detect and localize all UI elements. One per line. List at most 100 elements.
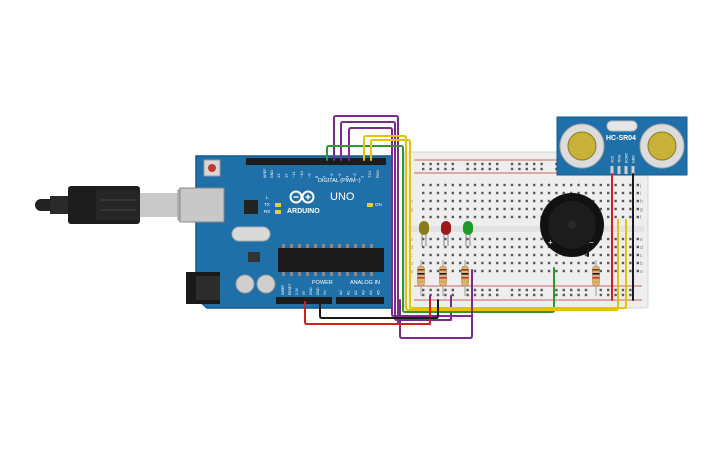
jumper-wire[interactable] bbox=[319, 299, 439, 319]
resistor-band bbox=[592, 273, 600, 275]
power-pin-label: 5V bbox=[302, 290, 306, 295]
power-pin-label: RESET bbox=[288, 284, 292, 295]
power-pin-label: GND bbox=[309, 287, 313, 295]
resistor-band bbox=[592, 281, 600, 283]
row-letter: b bbox=[410, 261, 413, 267]
wires[interactable] bbox=[304, 115, 634, 339]
resistor-band bbox=[417, 281, 425, 283]
arduino-board: ARDUINO UNO DIGITAL (PWM~) POWER ANALOG … bbox=[179, 155, 393, 309]
leds bbox=[419, 221, 473, 246]
buzzer-minus-label: − bbox=[589, 238, 594, 247]
jumper-wire[interactable] bbox=[363, 135, 619, 311]
arduino-brand-label: ARDUINO bbox=[287, 208, 320, 215]
resistor-band bbox=[439, 269, 447, 271]
led-red[interactable] bbox=[441, 221, 451, 235]
power-header-label: POWER bbox=[312, 280, 333, 286]
digital-pin-label: ~11 bbox=[291, 171, 296, 178]
jumper-wire[interactable] bbox=[348, 127, 473, 317]
sensor-label: HC-SR04 bbox=[606, 135, 636, 142]
digital-pin-label: 2 bbox=[360, 175, 365, 178]
digital-pin-label: 4 bbox=[344, 175, 349, 178]
sensor-pin-label: VCC bbox=[611, 155, 615, 163]
arduino-logo bbox=[289, 190, 315, 204]
led-yellow[interactable] bbox=[419, 221, 429, 235]
atmega-chip bbox=[278, 248, 384, 272]
row-letter: d bbox=[640, 245, 643, 251]
analog-header[interactable] bbox=[336, 297, 384, 304]
sensor-pin[interactable] bbox=[617, 166, 621, 174]
resistor-band bbox=[417, 273, 425, 275]
row-letter: a bbox=[410, 269, 413, 275]
row-letter: i bbox=[640, 191, 641, 197]
row-letter: g bbox=[410, 207, 413, 213]
resistor-band bbox=[417, 277, 425, 279]
row-letter: d bbox=[410, 245, 413, 251]
sensor-pin[interactable] bbox=[631, 166, 635, 174]
power-pin-label: Vin bbox=[323, 290, 327, 295]
sensor-pin[interactable] bbox=[610, 166, 614, 174]
resistor-band bbox=[461, 281, 469, 283]
sensor-pin[interactable] bbox=[624, 166, 628, 174]
resistor-band bbox=[439, 277, 447, 279]
power-jack bbox=[186, 272, 220, 304]
power-pin-label: IOREF bbox=[281, 285, 285, 295]
row-letter: j bbox=[639, 183, 641, 189]
row-letter: h bbox=[410, 199, 413, 205]
digital-pin-label: 13 bbox=[276, 173, 281, 178]
digital-pin-label: 7 bbox=[322, 175, 327, 178]
jumper-wire[interactable] bbox=[370, 139, 627, 309]
analog-pin-label: A5 bbox=[377, 290, 381, 295]
sensor-pin-label: GND bbox=[632, 155, 636, 163]
resistor-band bbox=[592, 269, 600, 271]
resistor-band bbox=[461, 277, 469, 279]
rx-led-label: RX bbox=[264, 209, 270, 214]
resistor-band bbox=[592, 277, 600, 279]
row-letter: b bbox=[640, 261, 643, 267]
jumper-wire[interactable] bbox=[304, 299, 431, 325]
digital-pin-label: 12 bbox=[284, 173, 289, 178]
digital-pin-label: ~10 bbox=[299, 170, 304, 178]
power-header[interactable] bbox=[276, 297, 332, 304]
digital-header-label: DIGITAL (PWM~) bbox=[318, 178, 361, 184]
analog-pin-label: A0 bbox=[339, 290, 343, 295]
analog-pin-label: A3 bbox=[362, 290, 366, 295]
led-green[interactable] bbox=[463, 221, 473, 235]
digital-pin-label: 8 bbox=[314, 175, 319, 178]
resistors bbox=[417, 260, 600, 296]
jumper-wire[interactable] bbox=[326, 145, 555, 313]
row-letter: e bbox=[640, 237, 643, 243]
digital-pin-label: TX1 bbox=[367, 170, 372, 178]
row-letter: a bbox=[640, 269, 643, 275]
jumper-wire[interactable] bbox=[399, 269, 473, 339]
power-pin-label: GND bbox=[316, 287, 320, 295]
resistor-band bbox=[417, 269, 425, 271]
jumper-wire[interactable] bbox=[340, 121, 452, 321]
resistor-band bbox=[439, 273, 447, 275]
digital-pin-label: RX0 bbox=[375, 169, 380, 178]
row-letter: f bbox=[640, 215, 642, 221]
piezo-buzzer: + − bbox=[540, 193, 604, 257]
row-letter: c bbox=[640, 253, 643, 259]
power-pin-label: 3.3V bbox=[295, 287, 299, 295]
sensor-pin-label: TRIG bbox=[618, 154, 622, 163]
row-letter: c bbox=[410, 253, 413, 259]
digital-pin-label: ~5 bbox=[337, 173, 342, 178]
digital-pin-label: ~6 bbox=[329, 173, 334, 178]
aref-label: AREF bbox=[263, 169, 267, 178]
row-letter: h bbox=[640, 199, 643, 205]
analog-header-label: ANALOG IN bbox=[350, 280, 380, 286]
digital-header[interactable] bbox=[246, 158, 386, 165]
arduino-model-label: UNO bbox=[330, 191, 355, 203]
digital-pin-label: ~3 bbox=[352, 173, 357, 178]
l-led-label: L bbox=[266, 195, 269, 200]
row-letter: g bbox=[640, 207, 643, 213]
analog-pin-label: A1 bbox=[347, 290, 351, 295]
resistor-band bbox=[439, 281, 447, 283]
sensor-pin-label: ECHO bbox=[625, 153, 629, 163]
